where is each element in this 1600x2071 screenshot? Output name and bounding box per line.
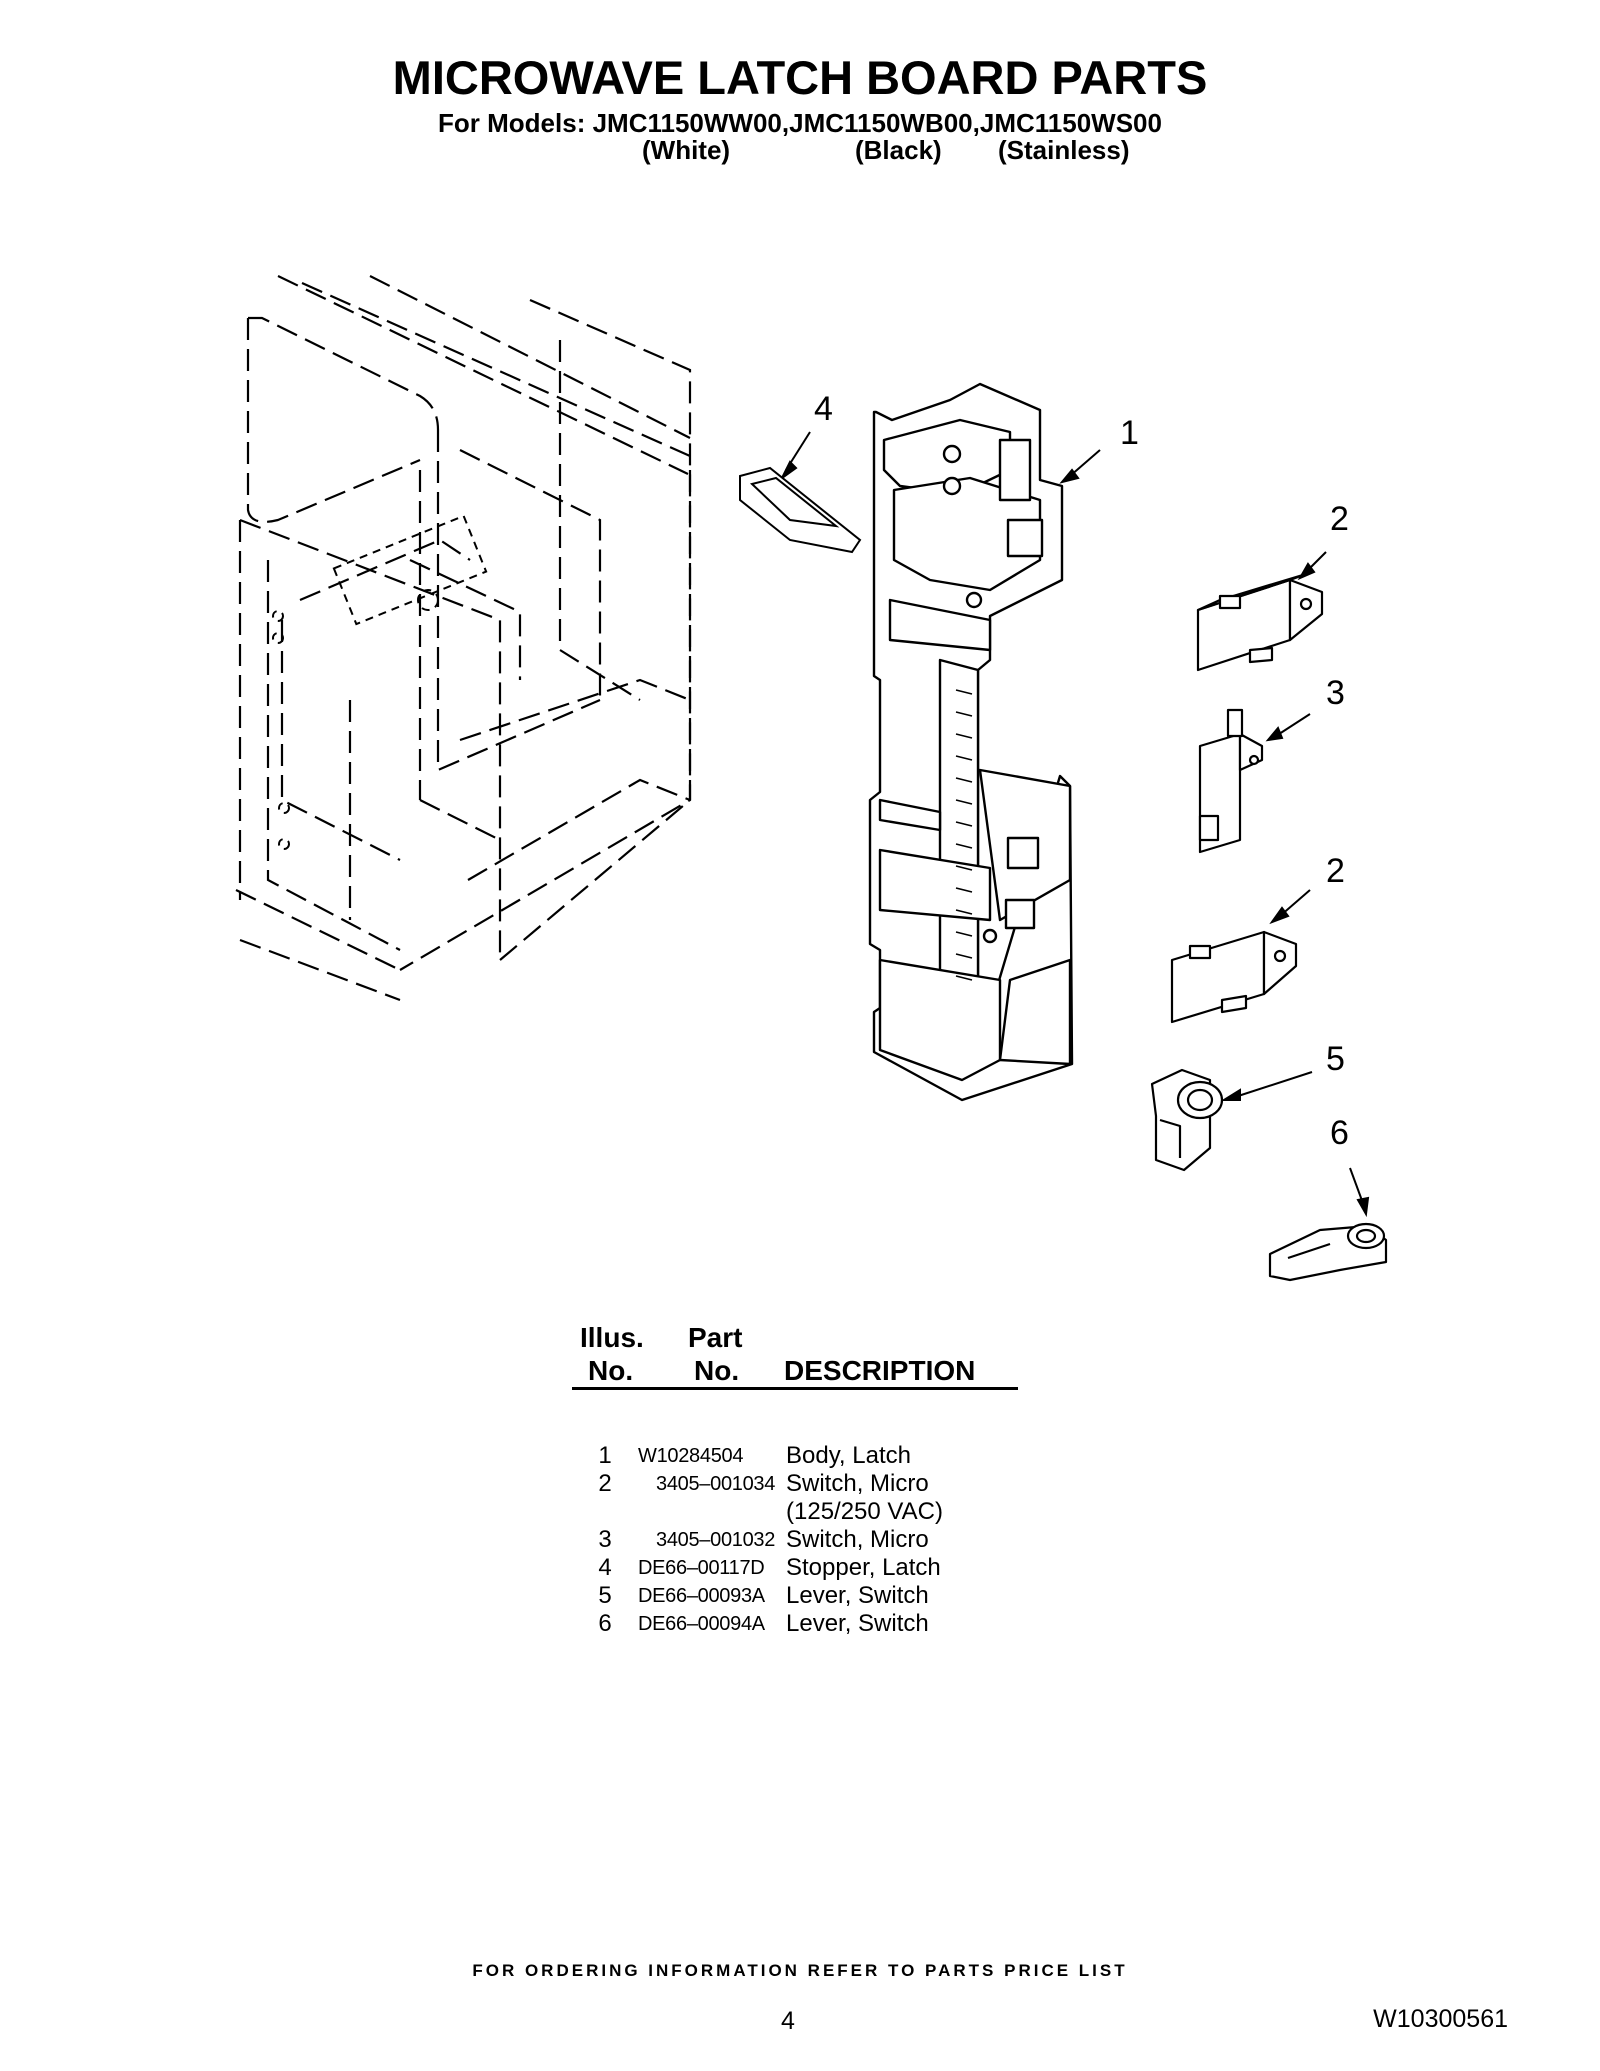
callout-3: 3 xyxy=(1326,674,1345,712)
table-row-part: DE66–00094A xyxy=(638,1613,765,1635)
table-row-part xyxy=(638,1498,810,1526)
lever-switch-part-5 xyxy=(1150,1068,1224,1172)
micro-switch-part-3 xyxy=(1198,708,1264,854)
callout-2-upper: 2 xyxy=(1330,500,1349,538)
table-row-illus: 3 xyxy=(598,1526,612,1553)
table-row-desc: (125/250 VAC) xyxy=(786,1498,943,1525)
finish-stainless: (Stainless) xyxy=(998,135,1130,165)
page-number: 4 xyxy=(781,2007,795,2035)
table-row-part: W10284504 xyxy=(638,1445,744,1467)
finish-white: (White) xyxy=(642,135,731,165)
callout-5: 5 xyxy=(1326,1040,1345,1078)
callout-2-lower: 2 xyxy=(1326,852,1345,890)
finish-black: (Black) xyxy=(855,135,942,165)
table-row-illus: 5 xyxy=(598,1582,612,1609)
callout-6: 6 xyxy=(1330,1114,1349,1152)
header-illus-top: Illus. xyxy=(580,1322,644,1353)
callout-1: 1 xyxy=(1120,414,1139,452)
table-row-desc: Body, Latch xyxy=(786,1442,911,1469)
table-row-part: 3405–001034 xyxy=(656,1473,776,1495)
table-row-part: DE66–00093A xyxy=(638,1585,765,1607)
table-row-part: DE66–00117D xyxy=(638,1557,765,1579)
header-illus-bottom: No. xyxy=(588,1355,634,1386)
exploded-parts-diagram xyxy=(235,275,1388,1282)
header-rule xyxy=(572,1387,1018,1390)
latch-body-part xyxy=(868,382,1074,1102)
table-row-illus: 6 xyxy=(598,1610,612,1637)
ordering-note: FOR ORDERING INFORMATION REFER TO PARTS … xyxy=(472,1961,1128,1980)
micro-switch-upper-part xyxy=(1196,572,1324,672)
table-row-illus: 1 xyxy=(598,1442,612,1469)
lever-switch-part-6 xyxy=(1268,1222,1388,1282)
cavity-phantom-outline xyxy=(235,275,692,1002)
stopper-latch-part xyxy=(739,466,862,554)
leader-arrows xyxy=(781,431,1370,1218)
table-row-illus: 4 xyxy=(598,1554,612,1581)
page-title: MICROWAVE LATCH BOARD PARTS xyxy=(392,51,1208,104)
table-row-desc: Lever, Switch xyxy=(786,1610,929,1637)
models-line: For Models: JMC1150WW00,JMC1150WB00,JMC1… xyxy=(438,108,1162,138)
header-description: DESCRIPTION xyxy=(784,1355,976,1386)
table-row-illus: 2 xyxy=(598,1470,612,1497)
table-row-desc: Lever, Switch xyxy=(786,1582,929,1609)
table-row-part: 3405–001032 xyxy=(656,1529,776,1551)
header-part-top: Part xyxy=(688,1322,743,1353)
table-row-desc: Stopper, Latch xyxy=(786,1554,941,1581)
table-row-desc: Switch, Micro xyxy=(786,1470,929,1497)
micro-switch-lower-part xyxy=(1170,930,1298,1024)
document-number: W10300561 xyxy=(1373,2005,1508,2033)
header-part-bottom: No. xyxy=(694,1355,740,1386)
table-row-illus xyxy=(590,1498,620,1526)
callout-4: 4 xyxy=(814,390,833,428)
table-row-desc: Switch, Micro xyxy=(786,1526,929,1553)
